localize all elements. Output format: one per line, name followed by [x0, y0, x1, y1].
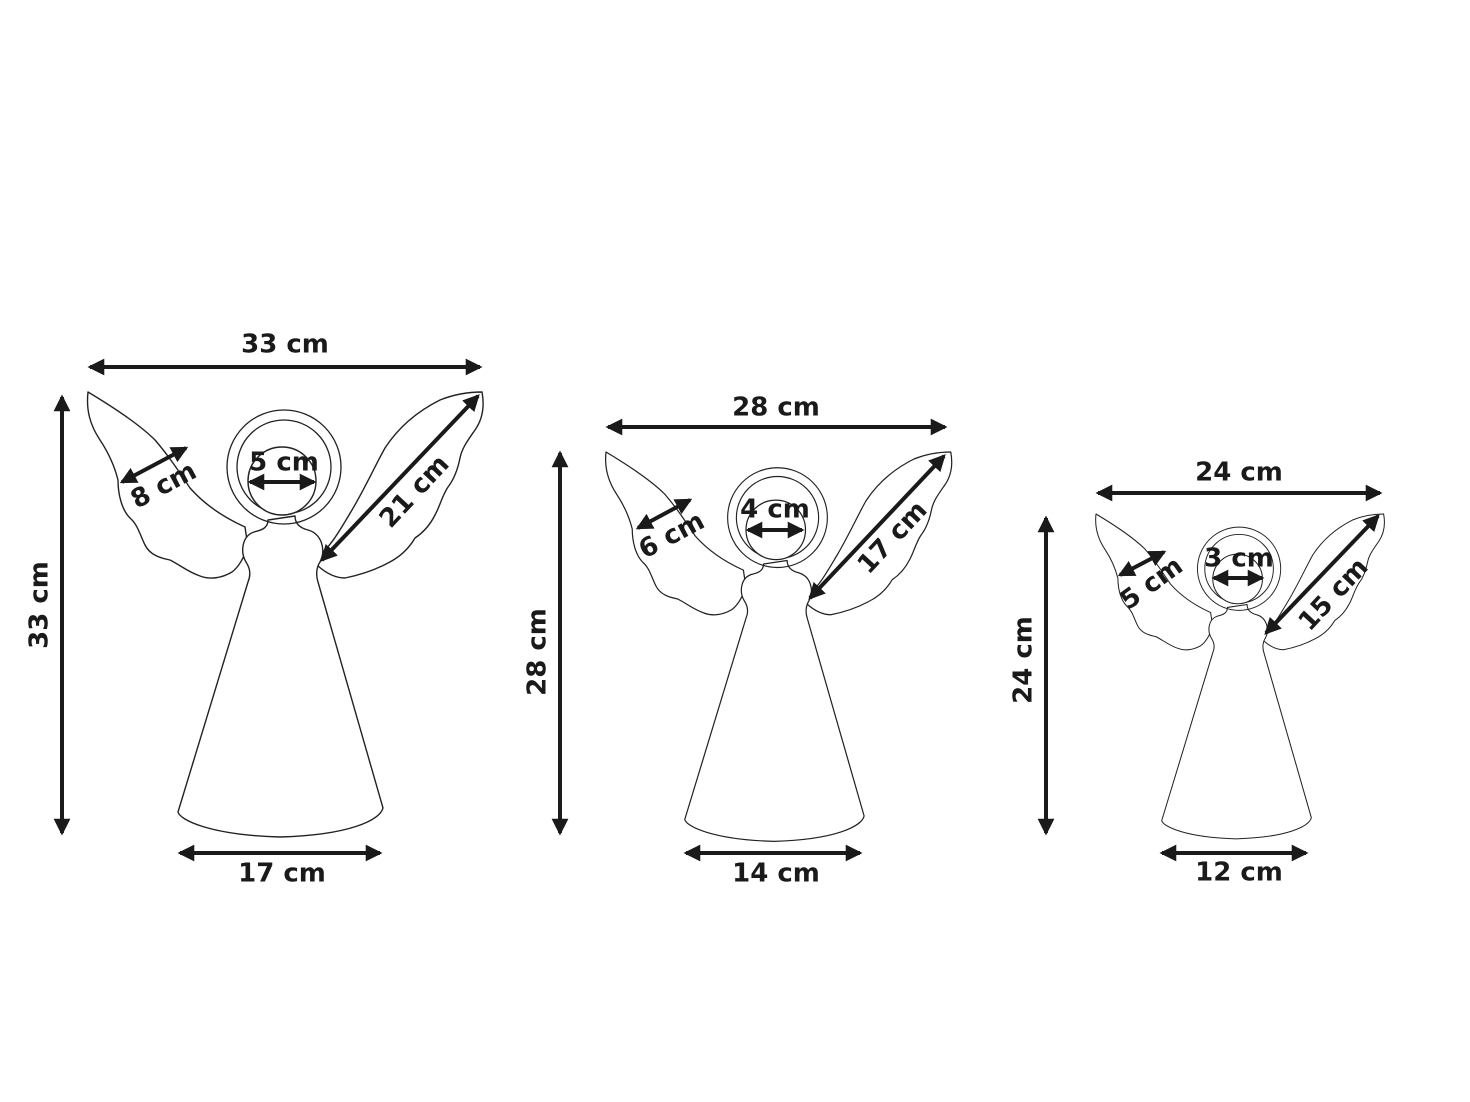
figure-small: 24 cm 24 cm 12 cm 3 cm 5 cm 15 cm — [1009, 458, 1385, 888]
base-label-large: 17 cm — [238, 859, 326, 889]
right-wing-arrow-small — [1264, 514, 1380, 635]
height-label-small: 24 cm — [1009, 616, 1039, 704]
face-label-medium: 4 cm — [740, 495, 810, 525]
figure-medium: 28 cm 28 cm 14 cm 4 cm 6 cm 17 cm — [523, 393, 953, 889]
height-label-large: 33 cm — [25, 561, 55, 649]
width-label-small: 24 cm — [1195, 458, 1283, 488]
figure-large: 33 cm 33 cm 17 cm 5 cm 8 cm 21 cm — [25, 330, 484, 889]
base-label-small: 12 cm — [1195, 858, 1283, 888]
left-wing-arrow-large — [119, 446, 189, 484]
width-label-medium: 28 cm — [732, 393, 820, 423]
left-wing-arrow-medium — [635, 498, 693, 530]
height-label-medium: 28 cm — [523, 608, 553, 696]
face-label-small: 3 cm — [1204, 544, 1274, 574]
right-wing-arrow-large — [320, 394, 480, 562]
base-label-medium: 14 cm — [732, 859, 820, 889]
width-label-large: 33 cm — [241, 330, 329, 360]
right-wing-arrow-medium — [808, 454, 946, 600]
left-wing-arrow-small — [1117, 550, 1167, 577]
face-label-large: 5 cm — [249, 448, 319, 478]
